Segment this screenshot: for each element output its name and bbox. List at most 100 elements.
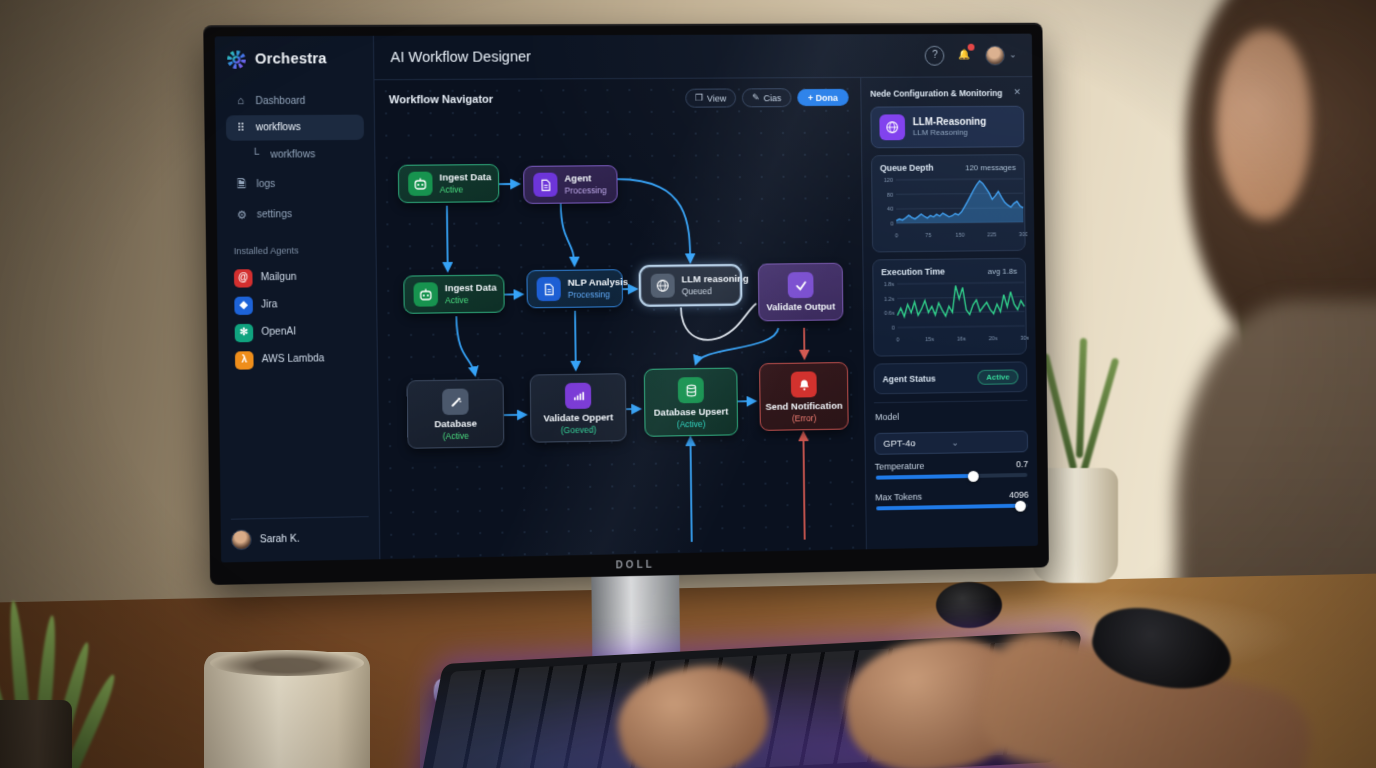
robot-icon	[413, 282, 438, 306]
max-tokens-slider[interactable]	[876, 504, 1028, 511]
svg-text:30s: 30s	[1020, 336, 1028, 342]
svg-text:300: 300	[1019, 232, 1028, 238]
slider-thumb[interactable]	[968, 470, 979, 481]
sidebar-item-settings[interactable]: ⚙ settings	[227, 201, 365, 228]
temperature-slider[interactable]	[876, 473, 1028, 480]
queue-depth-value: 120 messages	[965, 163, 1016, 172]
node-agent[interactable]: AgentProcessing	[523, 165, 618, 204]
file-icon	[537, 277, 561, 301]
agent-name: Mailgun	[261, 272, 297, 284]
svg-text:15s: 15s	[925, 337, 934, 343]
svg-text:120: 120	[884, 178, 893, 184]
agent-name: AWS Lambda	[262, 353, 325, 365]
wrench-icon	[442, 388, 469, 415]
sidebar-item-workflows-sub[interactable]: └ workflows	[226, 142, 364, 167]
help-button[interactable]: ?	[925, 45, 945, 65]
sidebar-item-label: Dashboard	[255, 95, 305, 106]
robot-icon	[408, 172, 433, 196]
gear-icon: ⚙	[235, 208, 248, 221]
coffee-mug	[204, 652, 370, 768]
user-profile[interactable]: Sarah K.	[231, 516, 369, 550]
node-config-panel: Nede Configuration & Monitoring ✕ LLM-Re…	[860, 77, 1038, 549]
tree-branch-icon: └	[249, 149, 262, 161]
check-icon	[788, 272, 814, 298]
monitor: Orchestra ⌂ Dashboard ⠿ workflows └ work…	[203, 23, 1056, 735]
svg-text:1.2s: 1.2s	[884, 297, 895, 303]
sidebar: Orchestra ⌂ Dashboard ⠿ workflows └ work…	[215, 36, 381, 563]
jira-icon: ◆	[234, 296, 253, 314]
edit-icon: ✎	[752, 92, 760, 103]
node-validate-output[interactable]: Validate Output	[758, 263, 844, 322]
svg-text:40: 40	[887, 207, 893, 213]
svg-text:0: 0	[892, 326, 895, 332]
topbar: AI Workflow Designer ? 🔔 ⌄	[374, 34, 1032, 81]
grid-icon: ⠿	[234, 121, 247, 134]
node-database-upsert[interactable]: Database Upsert(Active)	[644, 368, 738, 437]
globe-icon	[879, 114, 905, 140]
sidebar-item-logs[interactable]: 🗎 logs	[227, 168, 365, 200]
done-button[interactable]: + Dona	[797, 89, 849, 106]
file-icon	[533, 173, 557, 197]
temperature-value: 0.7	[1016, 459, 1028, 469]
orchestra-gear-icon	[225, 48, 248, 70]
model-select[interactable]: GPT-4o ⌄	[874, 430, 1028, 454]
svg-text:20s: 20s	[989, 336, 998, 342]
small-plant-pot	[0, 700, 72, 768]
svg-text:80: 80	[887, 192, 893, 198]
agent-item-jira[interactable]: ◆ Jira	[228, 290, 366, 319]
bell-icon	[791, 371, 817, 397]
execution-time-chart: 1.8s1.2s0.6s0015s16s20s30s	[881, 278, 1028, 345]
svg-text:1.8s: 1.8s	[884, 282, 895, 288]
execution-time-card: Execution Time avg 1.8s 1.8s1.2s0.6s0015…	[872, 258, 1027, 357]
sidebar-item-workflows[interactable]: ⠿ workflows	[226, 115, 364, 141]
node-ingest-data-1[interactable]: Ingest DataActive	[398, 164, 500, 203]
svg-text:0: 0	[896, 337, 899, 343]
status-badge: Active	[977, 369, 1018, 384]
svg-text:75: 75	[925, 233, 931, 239]
max-tokens-value: 4096	[1009, 490, 1029, 500]
agent-item-openai[interactable]: ✻ OpenAI	[228, 317, 366, 346]
app-logo: Orchestra	[225, 48, 363, 71]
node-send-notification[interactable]: Send Notification(Error)	[759, 362, 849, 431]
close-icon[interactable]: ✕	[1010, 86, 1023, 99]
clas-button[interactable]: ✎Cias	[742, 88, 791, 107]
agent-item-aws-lambda[interactable]: λ AWS Lambda	[229, 345, 367, 374]
database-icon	[678, 377, 704, 403]
node-ingest-data-2[interactable]: Ingest DataActive	[403, 274, 504, 313]
sidebar-item-label: workflows	[270, 149, 315, 160]
app-screen: Orchestra ⌂ Dashboard ⠿ workflows └ work…	[215, 34, 1038, 563]
node-database[interactable]: Database(Active	[407, 379, 505, 449]
globe-icon	[651, 274, 675, 298]
notifications-button[interactable]: 🔔	[954, 45, 974, 65]
node-validate-oppert[interactable]: Validate Oppert(Goeved)	[530, 373, 627, 443]
account-menu[interactable]: ⌄	[986, 45, 1017, 65]
selected-node-subtitle: LLM Reasoning	[913, 128, 986, 137]
node-llm-reasoning[interactable]: LLM reasoningQueued	[641, 266, 741, 305]
person-face	[1216, 30, 1311, 220]
workflow-canvas[interactable]: Workflow Navigator ❐View ✎Cias + Dona	[374, 78, 865, 559]
agent-item-mailgun[interactable]: @ Mailgun	[228, 263, 366, 292]
sidebar-item-label: logs	[256, 179, 275, 190]
agent-status-label: Agent Status	[882, 372, 977, 383]
agent-name: Jira	[261, 299, 278, 310]
slider-thumb[interactable]	[1015, 500, 1026, 511]
installed-agents-heading: Installed Agents	[234, 245, 366, 256]
view-button[interactable]: ❐View	[685, 88, 736, 107]
svg-text:225: 225	[987, 232, 996, 238]
temperature-label: Temperature	[875, 459, 1016, 471]
svg-text:16s: 16s	[957, 337, 966, 343]
copy-icon: ❐	[695, 93, 703, 104]
sidebar-item-dashboard[interactable]: ⌂ Dashboard	[226, 88, 364, 113]
user-name: Sarah K.	[260, 533, 300, 545]
mailgun-icon: @	[234, 269, 253, 287]
chevron-down-icon: ⌄	[1009, 49, 1016, 60]
queue-depth-chart: 12080400075150225300	[880, 175, 1027, 242]
max-tokens-label: Max Tokens	[875, 490, 1009, 502]
aws-lambda-icon: λ	[235, 351, 254, 369]
node-nlp-analysis[interactable]: NLP AnalysisProcessing	[526, 269, 623, 308]
svg-text:0: 0	[890, 222, 893, 228]
queue-depth-label: Queue Depth	[880, 162, 965, 173]
app-name: Orchestra	[255, 51, 327, 67]
selected-node-title: LLM-Reasoning	[913, 117, 986, 128]
